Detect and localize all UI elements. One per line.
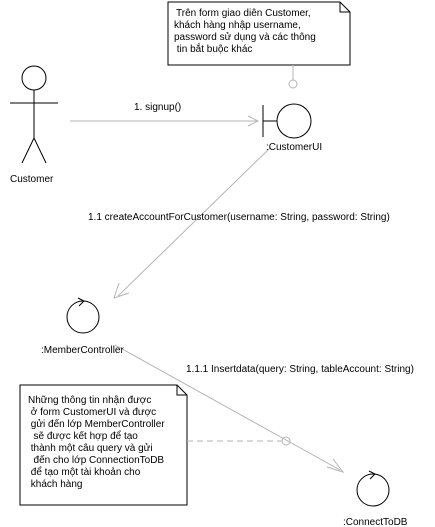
link-customerui-membercontroller [117,147,271,297]
actor-right-leg [33,137,47,164]
message-label-insertdata: 1.1.1 Insertdata(query: String, tableAcc… [186,364,414,375]
message-label-createaccount: 1.1 createAccountForCustomer(username: S… [88,212,390,223]
control-circle-icon [356,473,390,507]
note-shape [167,1,351,66]
note-line: ở form CustomerUI và được [28,406,156,418]
note-anchor-icon [281,436,291,446]
control-arrow-icon [77,297,85,307]
actor-left-leg [21,137,35,164]
boundary-label: :CustomerUI [266,142,322,153]
note-line: Trên form giao diên Customer, [176,8,311,19]
note-shape [19,384,188,506]
note-line: đến cho lớp ConnectionToDB [28,454,164,466]
connecttodb-control[interactable] [356,470,390,507]
note-line: Những thông tin nhận được [28,395,151,406]
note-line: password sử dụng và các thông [174,31,316,43]
note-line: tin bắt buộc khác [174,42,252,55]
boundary-circle-icon [276,103,312,139]
message-arrow-insertdata [326,458,345,473]
note-line: để tạo một tài khoản cho [28,466,141,478]
control-circle-icon [66,300,100,334]
entity-label: :ConnectToDB [343,517,408,527]
controller-label: :MemberController [41,345,124,356]
message-arrow-signup [247,115,260,127]
link-membercontroller-connecttodb [114,344,341,471]
note-membercontroller[interactable]: Những thông tin nhận được ở form Custome… [19,384,188,506]
customer-actor[interactable] [10,65,58,164]
note-line: khách hàng [28,479,83,490]
actor-label: Customer [10,174,54,185]
note-line: khách hàng nhập username, [174,20,301,31]
note-fold [339,2,350,13]
actor-head-icon [21,65,47,91]
membercontroller-control[interactable] [66,297,100,334]
customerui-boundary[interactable] [262,103,312,139]
note-anchor-icon [288,79,298,89]
note-line: gửi đến lớp MemberController [28,418,165,430]
message-arrow-createaccount [113,282,130,299]
note-line: thành một câu query và gửi [28,442,153,454]
note-fold [176,385,187,396]
note-customerui[interactable]: Trên form giao diên Customer, khách hàng… [167,1,351,66]
note-line: sẽ được kết hợp để tạo [28,430,138,442]
control-arrow-icon [368,470,376,480]
message-label-signup: 1. signup() [134,102,181,113]
